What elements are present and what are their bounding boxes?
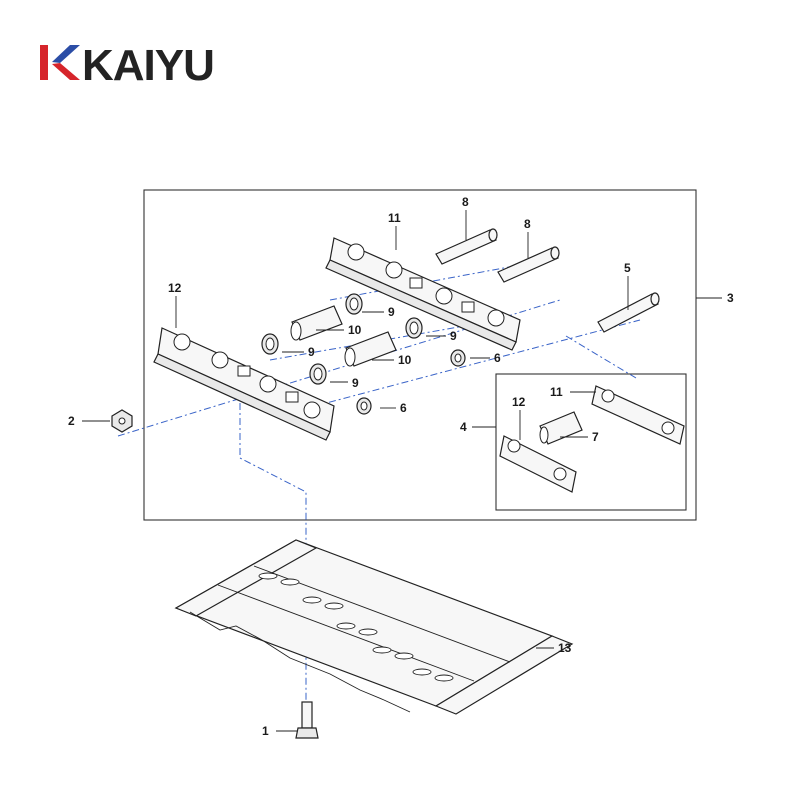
- callout-6-upper: 6: [494, 351, 501, 365]
- track-link-front: [153, 327, 335, 441]
- leader-lines: [82, 210, 722, 732]
- callout-11-sub: 11: [550, 385, 563, 399]
- kaiyu-logo: KAIYU: [40, 41, 215, 90]
- callout-12-main: 12: [168, 281, 182, 295]
- sub-assembly-4-parts: [499, 385, 685, 493]
- spacer-washers: [356, 349, 466, 415]
- callout-labels: 1 2 3 4 5 6 6 7 8 8 9 9 9 9 10 10 11 11 …: [68, 195, 734, 738]
- track-link-rear: [325, 237, 521, 351]
- callout-11-main: 11: [388, 211, 401, 225]
- callout-3: 3: [727, 291, 734, 305]
- callout-1: 1: [262, 724, 269, 738]
- brand-name: KAIYU: [82, 41, 214, 90]
- hex-nut: [111, 409, 133, 433]
- callout-6-lower: 6: [400, 401, 407, 415]
- track-bushings: [290, 305, 397, 367]
- track-bolt: [295, 701, 319, 739]
- logo-mark-icon: [40, 45, 80, 80]
- callout-12-sub: 12: [512, 395, 526, 409]
- callout-10-lower: 10: [398, 353, 412, 367]
- callout-9-lower: 9: [352, 376, 359, 390]
- callout-2: 2: [68, 414, 75, 428]
- assembly-4-frame: [495, 373, 687, 511]
- callout-9-left: 9: [308, 345, 315, 359]
- callout-13: 13: [558, 641, 572, 655]
- callout-4: 4: [460, 420, 467, 434]
- track-pins: [435, 228, 660, 333]
- callout-8-left: 8: [462, 195, 469, 209]
- track-shoe-plates: [174, 539, 574, 715]
- seal-rings: [261, 293, 423, 385]
- callout-9-top: 9: [388, 305, 395, 319]
- callout-10-upper: 10: [348, 323, 362, 337]
- assembly-3-frame: [143, 189, 697, 521]
- callout-5: 5: [624, 261, 631, 275]
- callout-8-right: 8: [524, 217, 531, 231]
- callout-7: 7: [592, 430, 599, 444]
- callout-9-middle: 9: [450, 329, 457, 343]
